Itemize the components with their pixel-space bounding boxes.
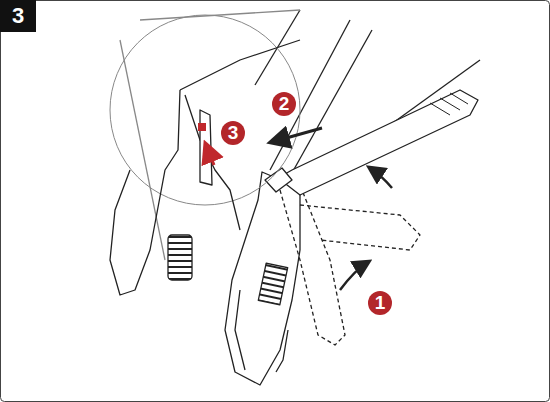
callout-number: 1	[368, 291, 392, 315]
callout-number: 3	[221, 121, 245, 145]
step-number: 3	[0, 0, 36, 32]
callout-number: 2	[272, 92, 296, 116]
